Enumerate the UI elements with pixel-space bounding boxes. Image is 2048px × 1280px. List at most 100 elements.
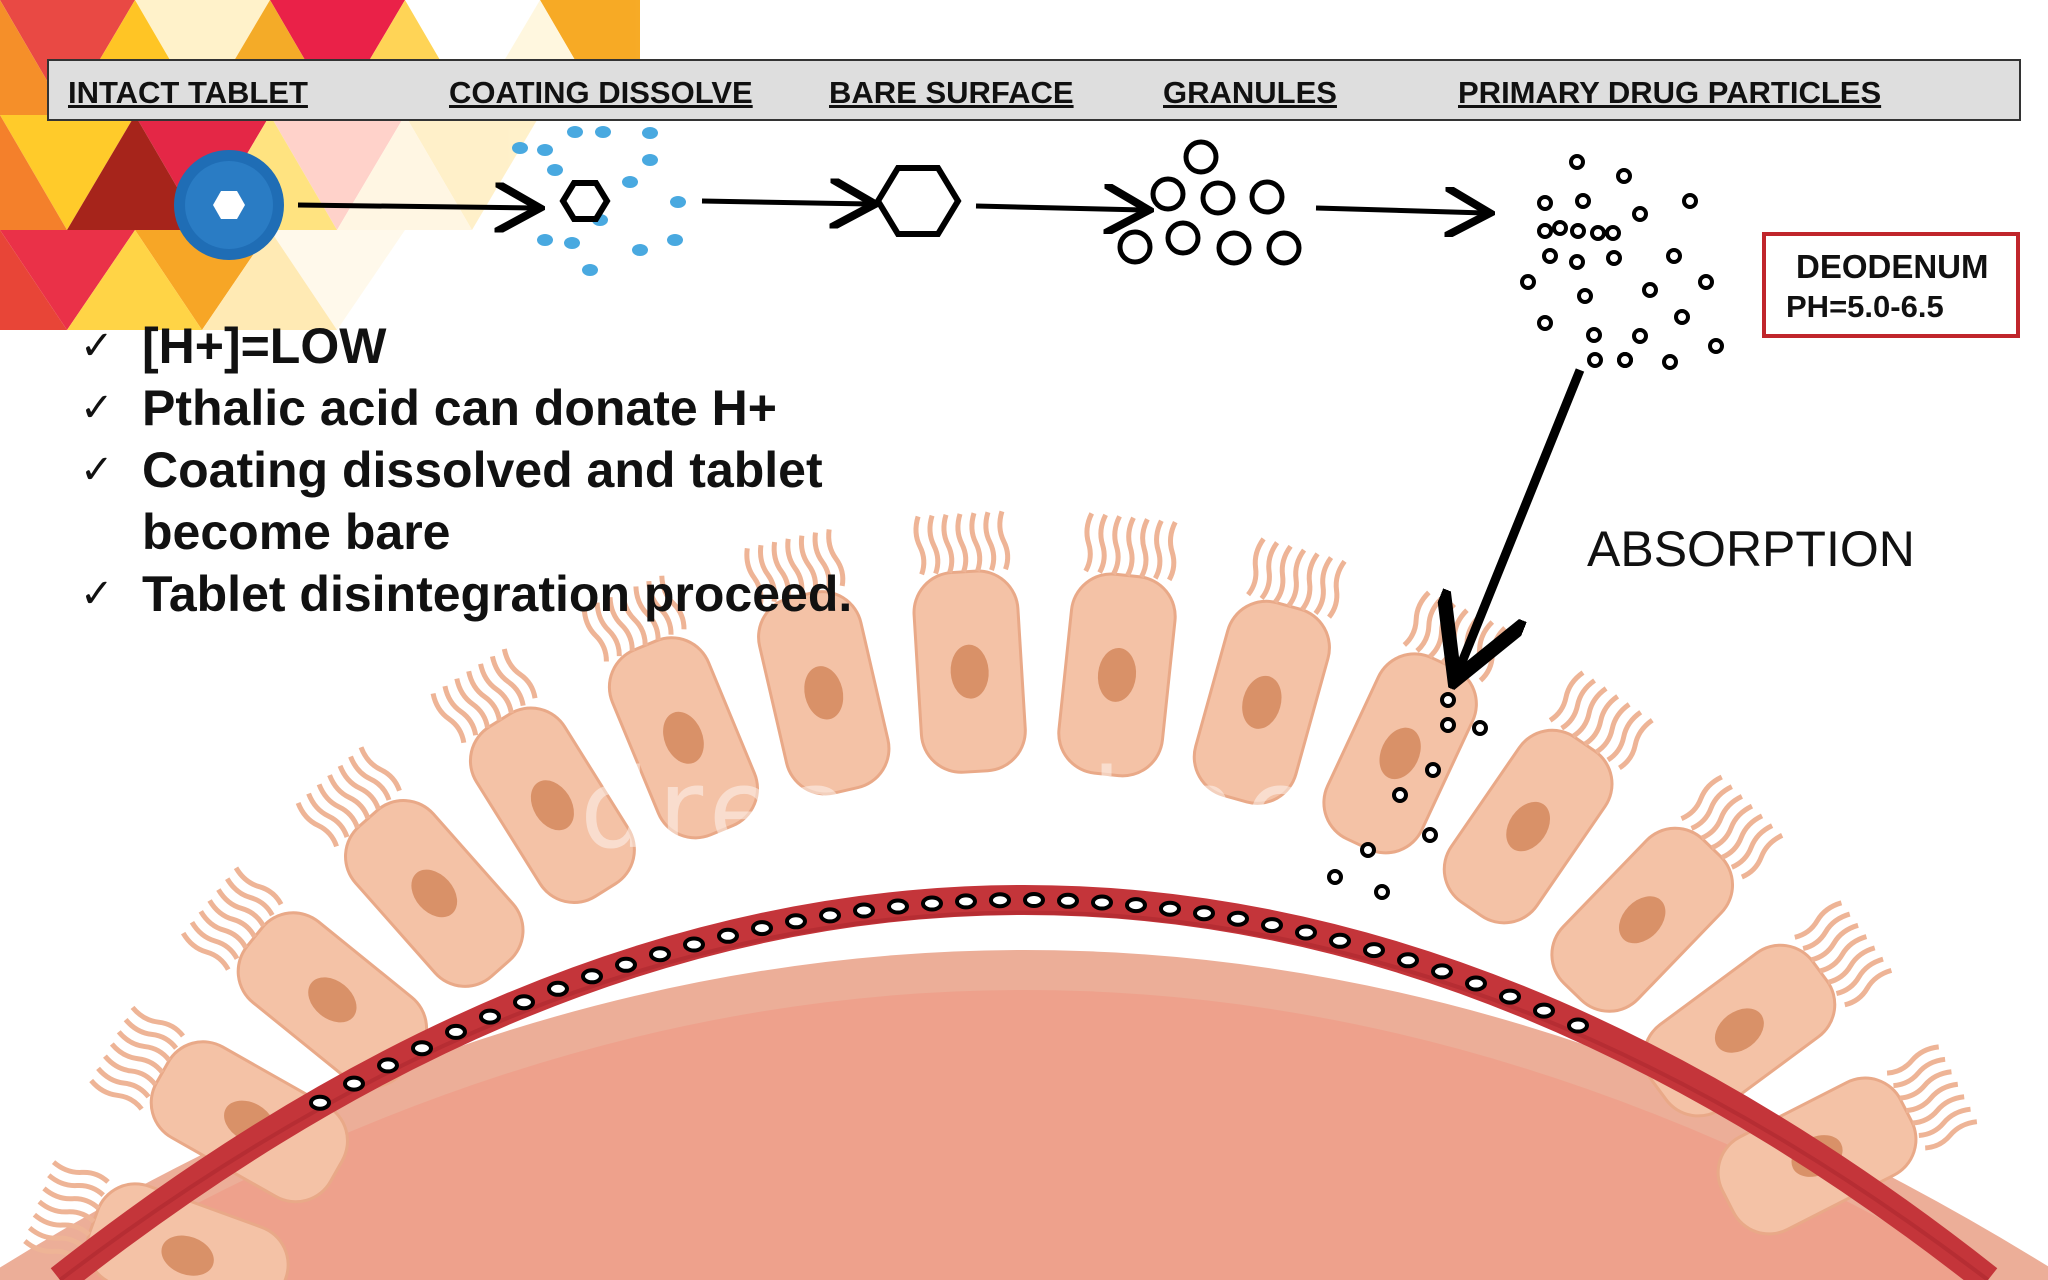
- drug-particle: [1577, 288, 1593, 304]
- stage-label-bare-surface: BARE SURFACE: [829, 75, 1074, 110]
- region-info-box: DEODENUM PH=5.0-6.5: [1762, 232, 2020, 338]
- blood-particle: [1533, 1002, 1555, 1019]
- villus-cell: [581, 575, 759, 840]
- drug-particle: [1666, 248, 1682, 264]
- coating-flake: [537, 144, 553, 156]
- drug-particle: [1616, 168, 1632, 184]
- bullet-item: ✓ Coating dissolved and tablet become ba…: [80, 439, 942, 563]
- coating-flake: [537, 234, 553, 246]
- blood-particle: [683, 936, 705, 953]
- drug-particle: [1662, 354, 1678, 370]
- drug-particle: [1472, 720, 1488, 736]
- absorption-label: ABSORPTION: [1587, 521, 1915, 577]
- blood-stream-particles: [309, 892, 1589, 1111]
- blood-particle: [309, 1094, 331, 1111]
- blood-particle: [819, 907, 841, 924]
- bullet-text: Tablet disintegration proceed.: [142, 566, 853, 622]
- granule: [1165, 220, 1201, 256]
- drug-particle: [1440, 717, 1456, 733]
- blood-particle: [1499, 988, 1521, 1005]
- drug-particle: [1575, 193, 1591, 209]
- drug-particle: [1590, 225, 1606, 241]
- bullet-item: ✓ Pthalic acid can donate H+: [80, 377, 980, 439]
- coating-flake: [582, 264, 598, 276]
- stage-labels-bar: INTACT TABLET COATING DISSOLVE BARE SURF…: [47, 59, 2021, 121]
- granule: [1249, 179, 1285, 215]
- check-mark-icon: ✓: [80, 323, 114, 369]
- drug-particle: [1537, 223, 1553, 239]
- blood-particle: [479, 1008, 501, 1025]
- drug-particle: [1632, 206, 1648, 222]
- decorative-triangle-pattern: [0, 0, 640, 330]
- villus-cell: [295, 746, 525, 988]
- blood-particle: [377, 1057, 399, 1074]
- blood-particle: [921, 895, 943, 912]
- bullet-list: ✓ [H+]=LOW ✓ Pthalic acid can donate H+ …: [80, 315, 980, 625]
- blood-particle: [1193, 905, 1215, 922]
- coating-flake: [512, 142, 528, 154]
- drug-particle: [1642, 282, 1658, 298]
- absorbed-particles: [1327, 692, 1488, 900]
- blood-particle: [411, 1040, 433, 1057]
- bare-tablet-icon: [874, 165, 962, 237]
- blood-particle: [853, 902, 875, 919]
- drug-particle: [1632, 328, 1648, 344]
- villus-cell: [1057, 512, 1178, 778]
- drug-particle: [1570, 223, 1586, 239]
- blood-particle: [649, 946, 671, 963]
- right-arrow-icon: [701, 201, 870, 204]
- stage-label-coating-dissolve: COATING DISSOLVE: [449, 75, 753, 110]
- drug-particle: [1542, 248, 1558, 264]
- drug-particle: [1374, 884, 1390, 900]
- blood-particle: [581, 968, 603, 985]
- blood-particle: [1397, 952, 1419, 969]
- blood-particle: [513, 994, 535, 1011]
- drug-particle: [1708, 338, 1724, 354]
- drug-particle: [1617, 352, 1633, 368]
- granule: [1183, 139, 1219, 175]
- blood-particle: [445, 1023, 467, 1040]
- dissolving-coating-icon: [512, 126, 686, 276]
- drug-particle: [1327, 869, 1343, 885]
- blood-particle: [1465, 975, 1487, 992]
- granule: [1150, 176, 1186, 212]
- drug-particle: [1422, 827, 1438, 843]
- absorption-arrow-icon: [1458, 368, 1585, 672]
- granule: [1216, 230, 1252, 266]
- blood-particle: [1125, 897, 1147, 914]
- granule: [1200, 180, 1236, 216]
- blood-particle: [1431, 963, 1453, 980]
- bullet-text: Pthalic acid can donate H+: [142, 380, 777, 436]
- blood-particle: [887, 898, 909, 915]
- drug-particle: [1552, 220, 1568, 236]
- blood-particle: [1567, 1017, 1589, 1034]
- blood-particle: [955, 893, 977, 910]
- blood-particle: [1023, 892, 1045, 908]
- process-arrows: [297, 201, 1585, 672]
- drug-particle: [1606, 250, 1622, 266]
- coating-flake: [667, 234, 683, 246]
- villus-cell: [180, 866, 429, 1089]
- blood-particle: [717, 927, 739, 944]
- coating-flake: [564, 237, 580, 249]
- watermark: dreamstime: [580, 745, 1321, 873]
- villus-cell: [1550, 774, 1784, 1013]
- right-arrow-icon: [975, 206, 1144, 210]
- bullet-item: ✓ Tablet disintegration proceed.: [80, 563, 980, 625]
- coating-flake: [642, 154, 658, 166]
- blood-particle: [1261, 917, 1283, 934]
- blood-particle: [615, 956, 637, 973]
- drug-particle: [1520, 274, 1536, 290]
- check-mark-icon: ✓: [80, 447, 114, 493]
- bullet-text: [H+]=LOW: [142, 318, 387, 374]
- drug-particle: [1682, 193, 1698, 209]
- drug-particle: [1425, 762, 1441, 778]
- villus-cell: [744, 529, 891, 796]
- right-arrow-icon: [297, 205, 535, 208]
- coating-flake: [670, 196, 686, 208]
- right-arrow-icon: [1315, 208, 1485, 213]
- villus-cell: [1192, 537, 1347, 805]
- villus-cell: [912, 510, 1027, 774]
- check-mark-icon: ✓: [80, 385, 114, 431]
